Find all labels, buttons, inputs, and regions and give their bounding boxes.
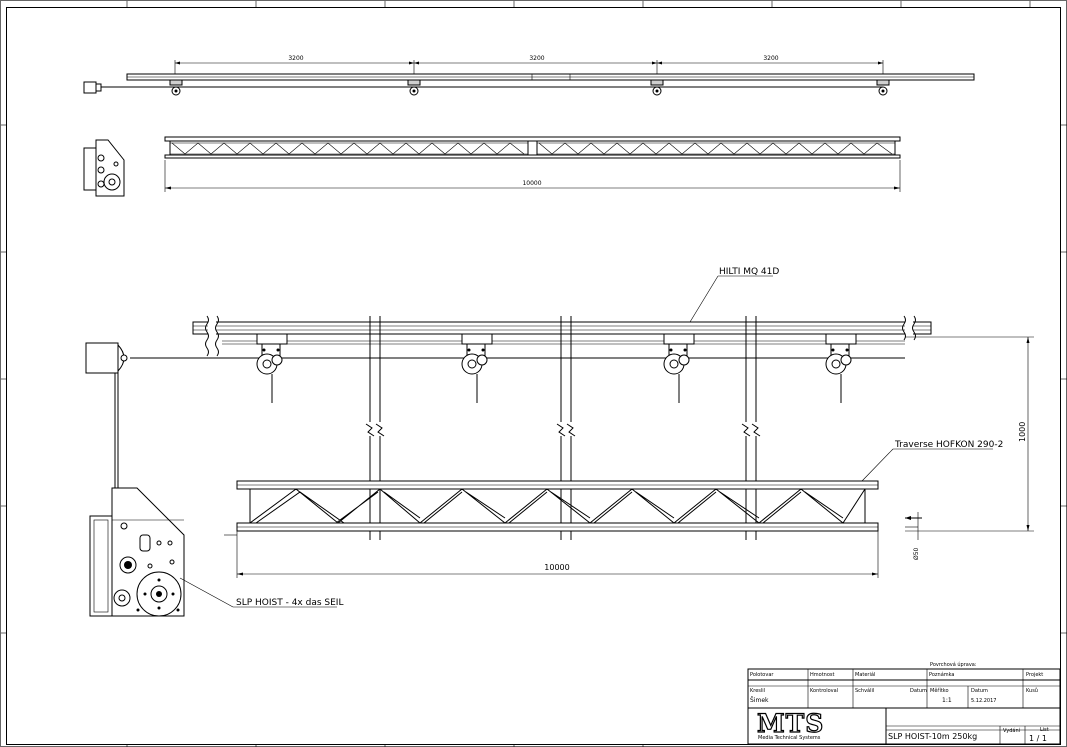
- side-overall-dim: 10000: [522, 180, 541, 187]
- side-view-dimension: [164, 160, 901, 192]
- rail-label: HILTI MQ 41D: [719, 267, 779, 277]
- height-dim: 1000: [1018, 422, 1027, 442]
- top-pulley-1: [169, 79, 183, 96]
- detail-hoist-drum: [85, 342, 128, 488]
- top-pulley-3: [650, 79, 664, 96]
- tb-list-value: 1 / 1: [1029, 734, 1047, 743]
- length-dimension: [236, 540, 879, 578]
- tb-material: Materiál: [855, 671, 875, 678]
- side-truss-top-chord: [164, 136, 901, 142]
- tb-meritko: Měřítko: [930, 687, 949, 694]
- tb-meritko-value: 1:1: [942, 697, 952, 704]
- tb-kreslil-value: Šimek: [750, 697, 769, 704]
- tb-hmotnost: Hmotnost: [810, 672, 834, 678]
- length-dim: 10000: [544, 563, 569, 572]
- tb-datum2: Datum: [971, 688, 988, 694]
- top-dim-1: 3200: [288, 55, 303, 62]
- top-view: 3200 3200 3200: [83, 55, 975, 96]
- detail-rail: [192, 321, 932, 335]
- hoist-label: SLP HOIST - 4x das SEIL: [236, 598, 343, 608]
- tb-vydani: Vydání: [1003, 727, 1021, 734]
- side-truss-web: [171, 142, 893, 155]
- tb-datum: Datum: [910, 688, 927, 694]
- detail-truss: [224, 480, 879, 540]
- top-dim-3: 3200: [763, 55, 778, 62]
- hoist-label-leader: [179, 577, 337, 608]
- detail-view: Ø50 1000 10000 HILTI MQ 41D Traverse HOF…: [85, 267, 1034, 617]
- top-view-dimensions: [174, 60, 884, 80]
- top-pulley-2: [407, 79, 421, 96]
- diameter-dim: Ø50: [913, 547, 920, 560]
- tb-poznamka: Poznámka: [929, 671, 955, 678]
- top-hoist-box: [83, 81, 97, 94]
- rail-label-leader: [689, 275, 773, 323]
- truss-label-leader: [861, 448, 993, 482]
- detail-level-mark: [905, 512, 922, 540]
- title-block: Povrchová úprava: Polotovar Hmotnost Mat…: [747, 661, 1061, 745]
- height-dimension: [905, 336, 1034, 532]
- tb-kusu: Kusů: [1026, 687, 1038, 694]
- side-truss-bottom-chord: [164, 154, 901, 159]
- tb-kreslil: Kreslil: [750, 688, 765, 694]
- detail-pulley-4: [825, 333, 857, 403]
- top-pulley-4: [876, 79, 890, 96]
- top-dim-2: 3200: [529, 55, 544, 62]
- truss-label: Traverse HOFKON 290-2: [894, 440, 1003, 450]
- tb-projekt: Projekt: [1026, 672, 1043, 678]
- detail-hoist-body: [89, 487, 185, 617]
- detail-pulley-3: [663, 333, 695, 403]
- detail-pulley-2: [461, 333, 493, 403]
- mts-logo-subtitle: Media Technical Systems: [758, 735, 821, 741]
- side-hoist: [83, 139, 125, 197]
- post-break-marks: [365, 422, 761, 437]
- tb-datum2-value: 5.12.2017: [971, 698, 996, 704]
- tb-schvalil: Schválil: [855, 687, 874, 694]
- drawing-frame: [6, 7, 1061, 745]
- side-view: 10000: [83, 136, 901, 197]
- drawing-title: SLP HOIST-10m 250kg: [888, 732, 977, 741]
- detail-truss-web: [249, 488, 866, 524]
- mts-logo: MTS: [757, 709, 824, 738]
- tb-kontroloval: Kontroloval: [810, 688, 838, 694]
- detail-pulley-1: [256, 333, 288, 403]
- tb-list-label: List: [1040, 727, 1049, 733]
- surface-label: Povrchová úprava:: [930, 661, 977, 668]
- tb-polotovar: Polotovar: [750, 672, 774, 678]
